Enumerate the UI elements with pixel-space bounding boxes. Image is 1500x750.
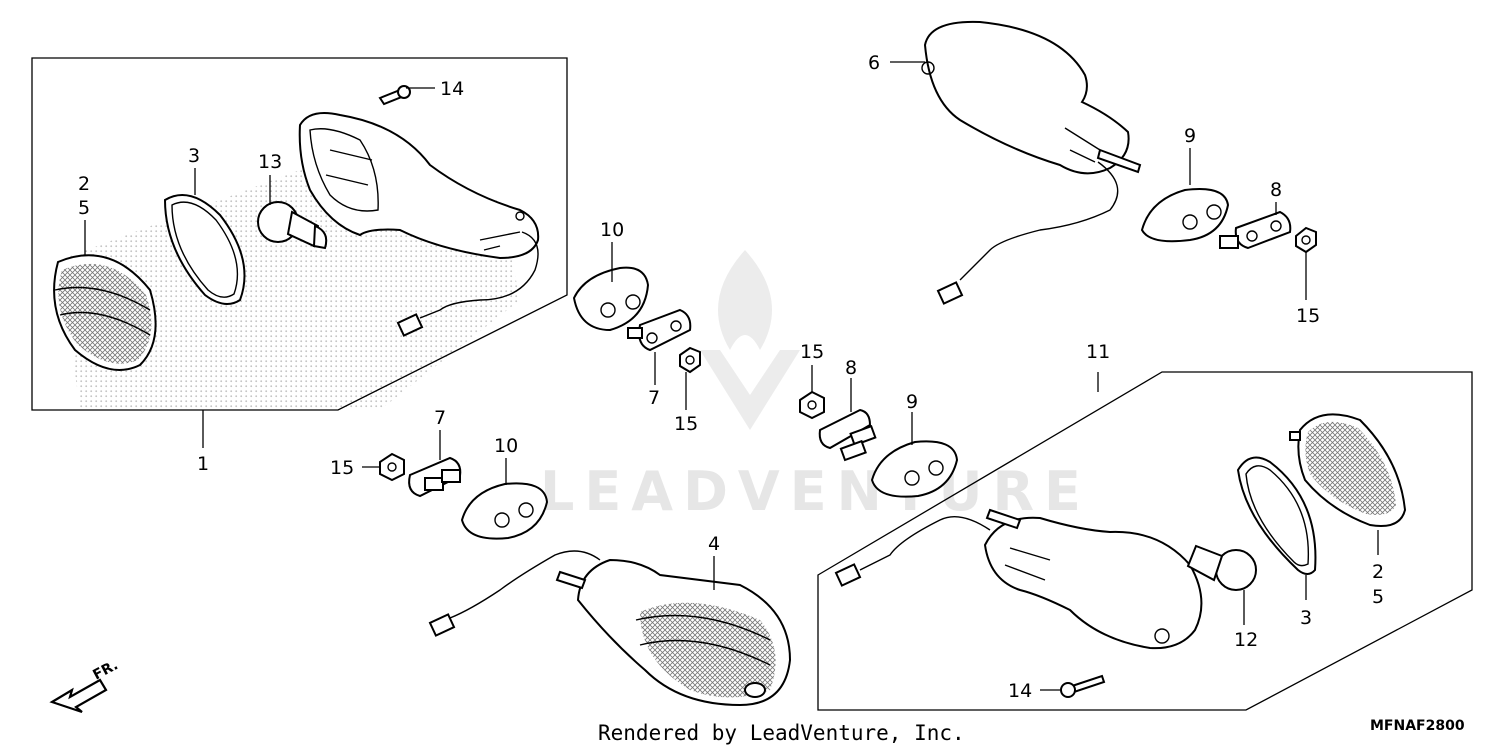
callout-13: 13 [258, 151, 282, 173]
callout-3-left: 3 [188, 145, 200, 167]
footer-credit: Rendered by LeadVenture, Inc. [598, 721, 965, 745]
callout-15-lower-left: 15 [330, 457, 354, 479]
housing-left [298, 112, 540, 260]
fr-label: FR. [90, 657, 120, 683]
diagram-code: MFNAF2800 [1370, 718, 1465, 734]
callout-2-right: 2 [1372, 561, 1384, 583]
nut-15-mid [799, 390, 825, 420]
connector-right-lower [834, 563, 862, 587]
callout-14-left: 14 [440, 78, 464, 100]
callout-3-right: 3 [1300, 607, 1312, 629]
callout-9-upper: 9 [1184, 125, 1196, 147]
callout-11: 11 [1086, 341, 1110, 363]
callouts: 1 2 5 3 13 14 10 7 15 6 9 8 15 15 8 9 11… [78, 52, 1384, 702]
bulb-12 [1186, 544, 1257, 591]
watermark-text: LEADVENTURE [540, 460, 1091, 523]
gasket-3-right [1236, 456, 1317, 575]
callout-7-lower: 7 [434, 407, 446, 429]
nut-15-upper-mid [679, 346, 701, 374]
bulb-13 [257, 201, 328, 250]
callout-15-upper-mid: 15 [674, 413, 698, 435]
nut-15-lower-left [379, 452, 405, 482]
rubber-10-lower [460, 482, 549, 540]
connector-right-upper [936, 281, 964, 305]
callout-5-right: 5 [1372, 586, 1384, 608]
housing-4-lower [555, 558, 792, 707]
housing-right [983, 508, 1203, 650]
callout-10-upper: 10 [600, 219, 624, 241]
rubber-10-upper [572, 266, 650, 332]
screw-14-right [1070, 674, 1106, 694]
housing-6-upper-right [921, 20, 1142, 175]
wire-right-lower [859, 516, 991, 571]
assembly-box-1 [31, 57, 568, 411]
front-direction-arrow: FR. [49, 657, 121, 714]
gasket-3-left [163, 194, 246, 305]
callout-1: 1 [197, 453, 209, 475]
plate-7-lower [408, 456, 462, 498]
wire-left [419, 231, 539, 319]
lens-2-5-left [53, 254, 157, 371]
callout-5-left: 5 [78, 197, 90, 219]
connector-lower [428, 613, 456, 637]
callout-8-upper: 8 [1270, 179, 1282, 201]
callout-9-mid: 9 [906, 391, 918, 413]
plate-8-upper [1219, 210, 1292, 250]
callout-10-lower: 10 [494, 435, 518, 457]
callout-2-left: 2 [78, 173, 90, 195]
callout-12: 12 [1234, 629, 1258, 651]
rubber-9-mid [870, 440, 959, 498]
rubber-9-upper [1140, 188, 1230, 243]
wire-right-upper [959, 161, 1119, 281]
connector-left [396, 313, 424, 337]
callout-7-upper: 7 [648, 387, 660, 409]
plate-7-upper [627, 308, 692, 352]
callout-8-mid: 8 [845, 357, 857, 379]
callout-4: 4 [708, 533, 720, 555]
wire-lower [449, 550, 601, 619]
callout-14-right: 14 [1008, 680, 1032, 702]
assembly-box-11 [817, 371, 1473, 711]
leader-lines [84, 61, 1379, 691]
callout-15-mid: 15 [800, 341, 824, 363]
plate-8-mid [818, 408, 877, 462]
nut-15-upper-right [1295, 226, 1317, 254]
lens-2-5-right [1289, 413, 1407, 527]
callout-6: 6 [868, 52, 880, 74]
callout-15-upper-right: 15 [1296, 305, 1320, 327]
